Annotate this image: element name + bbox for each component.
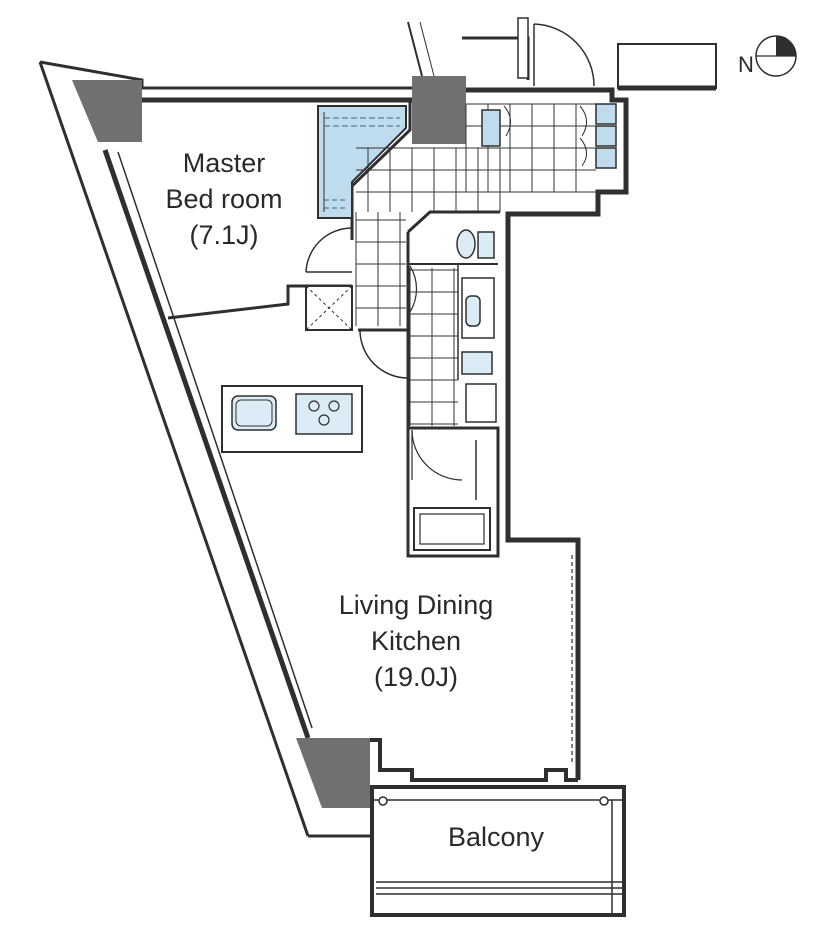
bedroom-size-label: (7.1J)	[189, 220, 258, 250]
walk-in-closet	[317, 105, 407, 219]
north-label: N	[738, 52, 754, 77]
structural-columns	[72, 76, 466, 808]
bedroom-label-line2: Bed room	[165, 184, 282, 214]
ldk-label-line1: Living Dining	[339, 590, 494, 620]
balcony-label: Balcony	[448, 822, 545, 852]
ldk-label-line2: Kitchen	[371, 626, 461, 656]
balcony-area	[370, 785, 626, 917]
bathroom	[413, 440, 491, 551]
ldk-size-label: (19.0J)	[374, 662, 458, 692]
entrance-area	[407, 17, 717, 169]
bedroom-label-line1: Master	[183, 148, 266, 178]
interior-walls	[167, 100, 500, 558]
toilet-washroom	[456, 229, 497, 423]
kitchen-island	[221, 385, 363, 453]
outer-walls	[38, 60, 629, 838]
north-arrow	[755, 35, 797, 77]
